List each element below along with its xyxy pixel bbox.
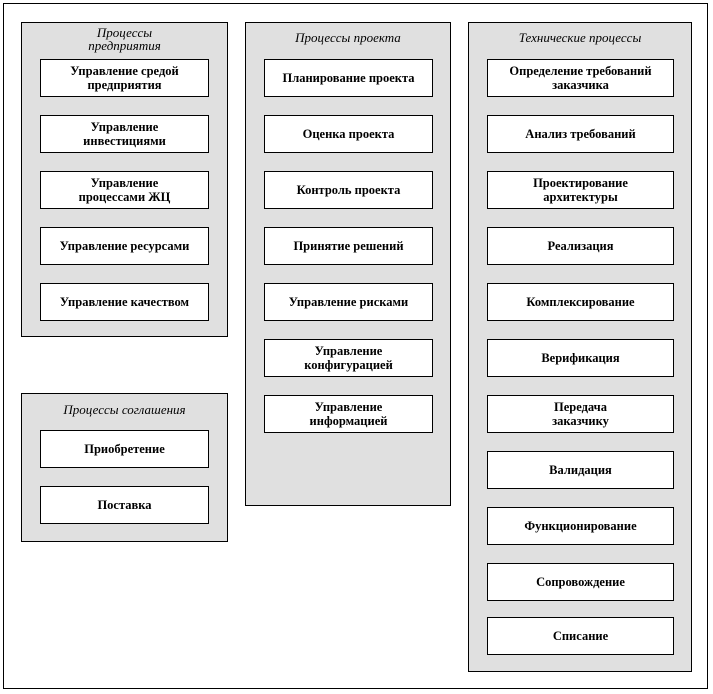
process-requirements-analysis: Анализ требований [487,115,674,153]
process-decision-making: Принятие решений [264,227,433,265]
process-information-management: Управление информацией [264,395,433,433]
process-maintenance: Сопровождение [487,563,674,601]
process-configuration-management: Управление конфигурацией [264,339,433,377]
process-supply: Поставка [40,486,209,524]
process-architectural-design: Проектирование архитектуры [487,171,674,209]
process-enterprise-environment: Управление средой предприятия [40,59,209,97]
process-risk-management: Управление рисками [264,283,433,321]
process-integration: Комплексирование [487,283,674,321]
group-technical-processes: Технические процессы Определение требова… [468,22,692,672]
process-project-planning: Планирование проекта [264,59,433,97]
process-implementation: Реализация [487,227,674,265]
process-project-assessment: Оценка проекта [264,115,433,153]
process-lifecycle-management: Управление процессами ЖЦ [40,171,209,209]
process-stakeholder-requirements: Определение требований заказчика [487,59,674,97]
process-verification: Верификация [487,339,674,377]
process-project-control: Контроль проекта [264,171,433,209]
process-operation: Функционирование [487,507,674,545]
process-resource-management: Управление ресурсами [40,227,209,265]
process-investment-management: Управление инвестициями [40,115,209,153]
process-validation: Валидация [487,451,674,489]
group-project-processes: Процессы проекта Планирование проекта Оц… [245,22,451,506]
group-title: Процессы соглашения [63,402,186,417]
group-title: Процессы предприятия [88,25,161,53]
process-transition: Передача заказчику [487,395,674,433]
process-disposal: Списание [487,617,674,655]
group-agreement-processes: Процессы соглашения Приобретение Поставк… [21,393,228,542]
group-title: Технические процессы [518,30,642,45]
process-acquisition: Приобретение [40,430,209,468]
group-title: Процессы проекта [295,30,401,45]
process-quality-management: Управление качеством [40,283,209,321]
group-enterprise-processes: Процессы предприятия Управление средой п… [21,22,228,337]
